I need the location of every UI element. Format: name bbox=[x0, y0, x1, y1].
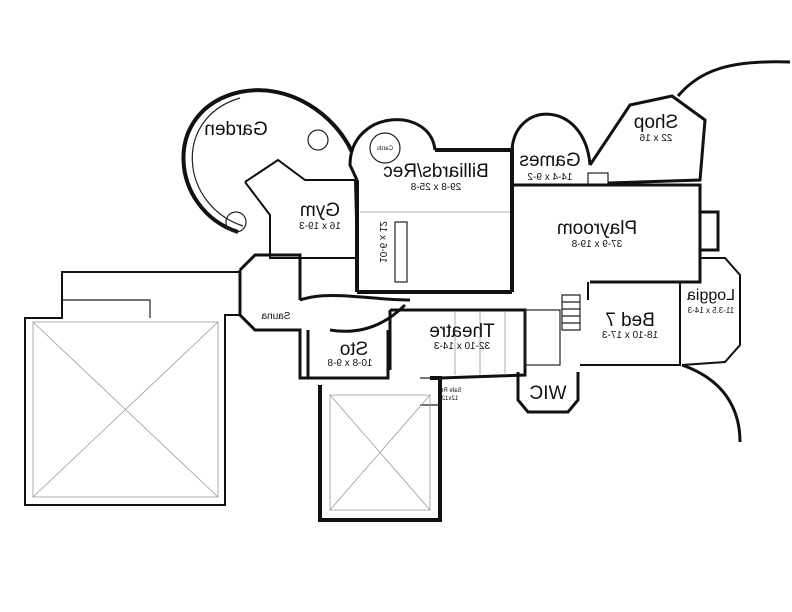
gym-size: 16 x 19-3 bbox=[299, 221, 341, 232]
hall-curve bbox=[299, 294, 411, 333]
playroom-size: 37-9 x 19-8 bbox=[571, 239, 622, 250]
theatre-label: Theatre bbox=[429, 321, 494, 342]
billiards-wall bbox=[355, 148, 514, 294]
safe-room-size: 12x12 bbox=[441, 396, 458, 402]
bar-size: 10-6 x 12 bbox=[377, 221, 388, 263]
billiards-size: 29-8 x 25-8 bbox=[410, 182, 461, 193]
garden-label: Garden bbox=[204, 119, 267, 140]
cards-table bbox=[369, 132, 401, 164]
shop-wall bbox=[588, 94, 707, 185]
garden-wall bbox=[181, 88, 354, 234]
wic-label: WIC bbox=[530, 383, 567, 404]
sauna-label: Sauna bbox=[261, 311, 290, 322]
games-bay bbox=[510, 112, 592, 166]
shop-label: Shop bbox=[634, 112, 678, 133]
theatre-tiers bbox=[454, 312, 506, 375]
bar-counter bbox=[394, 221, 408, 283]
sto-wall bbox=[306, 330, 390, 380]
cards-label: Cards bbox=[377, 146, 393, 152]
safe-room-label: Safe Rm bbox=[438, 388, 461, 394]
lower-garage-x bbox=[329, 394, 431, 511]
shop-size: 22 x 16 bbox=[639, 133, 672, 144]
left-garage-inner bbox=[32, 321, 219, 498]
playroom-label: Playroom bbox=[557, 218, 637, 239]
sto-size: 10-8 x 9-8 bbox=[327, 358, 372, 369]
playroom-wall bbox=[512, 183, 720, 284]
gym-label: Gym bbox=[300, 200, 340, 221]
wic-wall bbox=[516, 372, 580, 414]
loggia-label: Loggia bbox=[687, 287, 735, 304]
bath bbox=[524, 309, 561, 366]
loggia-wall bbox=[681, 257, 741, 366]
left-garage-x bbox=[32, 321, 219, 498]
exterior-arc bbox=[681, 363, 742, 443]
billiards-label: Billiards/Rec bbox=[383, 161, 489, 182]
billiards-bay bbox=[348, 118, 437, 181]
bed7-size: 18-10 x 17-3 bbox=[601, 330, 658, 341]
left-garage-wall bbox=[24, 271, 241, 506]
left-garage-wing bbox=[62, 299, 151, 318]
games-column bbox=[587, 172, 609, 186]
spiral-stair-icon bbox=[307, 129, 329, 151]
garden-inner-wall bbox=[191, 97, 244, 227]
sto-label: Sto bbox=[340, 339, 369, 360]
bed7-wall bbox=[580, 282, 681, 366]
bed7-label: Bed 7 bbox=[605, 310, 655, 331]
lower-garage-wall bbox=[318, 376, 442, 522]
games-label: Games bbox=[519, 150, 580, 171]
spiral-stair-icon bbox=[225, 211, 247, 233]
theatre-size: 32-10 x 14-3 bbox=[433, 341, 490, 352]
stair bbox=[561, 294, 581, 331]
games-size: 14-4 x 9-2 bbox=[527, 172, 572, 183]
loggia-size: 11-3.5 x 14-3 bbox=[687, 306, 734, 315]
terrace-arc bbox=[676, 60, 791, 97]
